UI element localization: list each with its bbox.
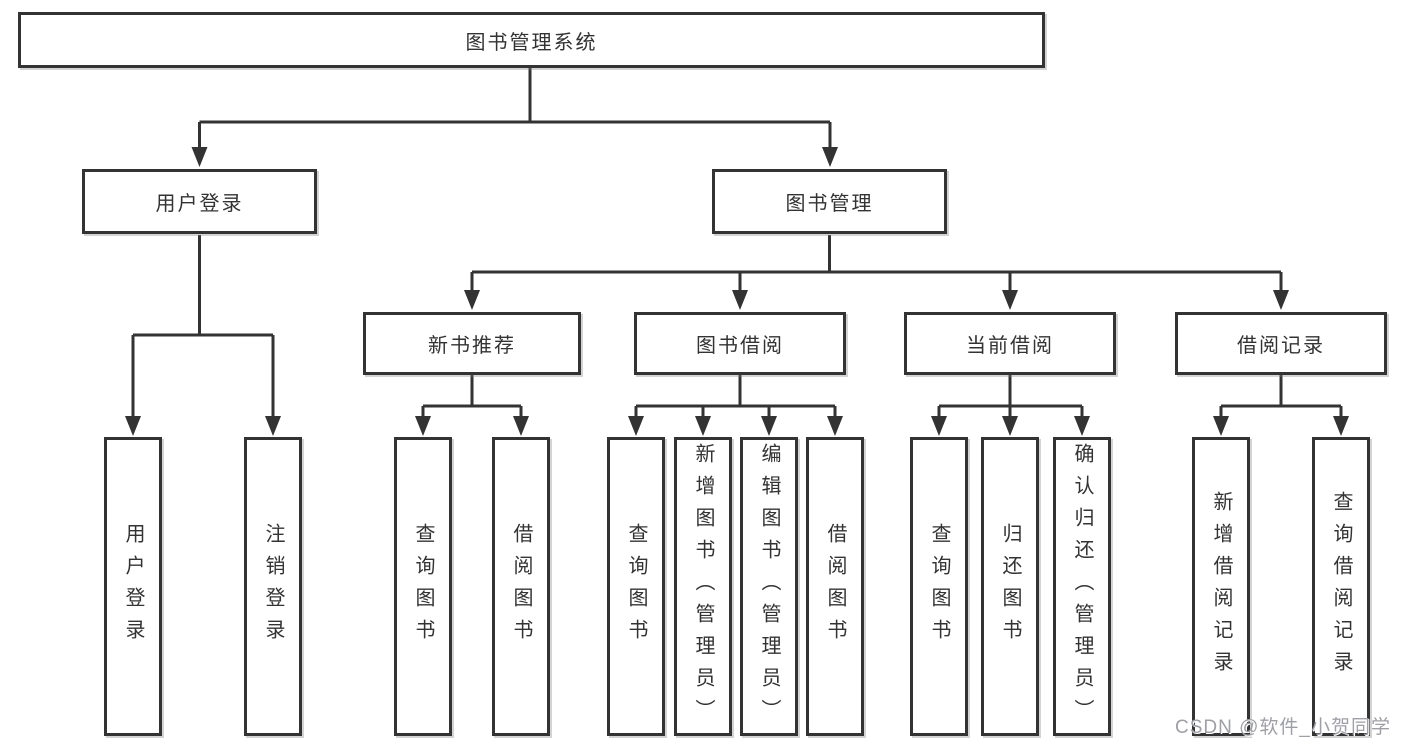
arrow-down-icon xyxy=(265,416,281,436)
leaf-label: 新增借阅记录 xyxy=(1210,490,1232,683)
leaf-label: 查询图书 xyxy=(625,522,647,651)
arrow-down-icon xyxy=(125,416,141,436)
arrow-down-icon xyxy=(1213,416,1229,436)
arrow-down-icon xyxy=(931,416,947,436)
arrow-down-icon xyxy=(1273,290,1289,310)
node-label: 当前借阅 xyxy=(966,335,1054,357)
leaf-label: 确认归还（管理员） xyxy=(1071,442,1093,731)
leaf-return-book: 归还图书 xyxy=(981,437,1039,736)
leaf-label: 用户登录 xyxy=(122,522,144,651)
node-borrow-records: 借阅记录 xyxy=(1175,312,1387,375)
node-label: 图书借阅 xyxy=(696,335,784,357)
leaf-add-book-admin: 新增图书（管理员） xyxy=(674,437,732,736)
leaf-query-borrow-record: 查询借阅记录 xyxy=(1312,437,1370,736)
leaf-add-borrow-record: 新增借阅记录 xyxy=(1192,437,1250,736)
node-book-management: 图书管理 xyxy=(712,169,947,234)
arrow-down-icon xyxy=(1002,290,1018,310)
leaf-label: 新增图书（管理员） xyxy=(692,442,714,731)
arrow-down-icon xyxy=(1333,416,1349,436)
arrow-down-icon xyxy=(732,290,748,310)
leaf-query-books-recommend: 查询图书 xyxy=(394,437,452,736)
arrow-down-icon xyxy=(513,416,529,436)
arrow-down-icon xyxy=(464,290,480,310)
leaf-query-books-current: 查询图书 xyxy=(910,437,968,736)
leaf-borrow-books: 借阅图书 xyxy=(806,437,864,736)
arrow-down-icon xyxy=(827,416,843,436)
node-library-system: 图书管理系统 xyxy=(18,12,1045,68)
csdn-watermark: CSDN @软件_小贺同学 xyxy=(1175,717,1391,738)
arrow-down-icon xyxy=(1002,416,1018,436)
node-user-login: 用户登录 xyxy=(82,169,317,234)
leaf-label: 归还图书 xyxy=(999,522,1021,651)
leaf-label: 注销登录 xyxy=(262,522,284,651)
node-current-borrow: 当前借阅 xyxy=(904,312,1116,375)
arrow-down-icon xyxy=(761,416,777,436)
arrow-down-icon xyxy=(191,147,208,167)
arrow-down-icon xyxy=(628,416,644,436)
node-label: 新书推荐 xyxy=(428,335,516,357)
leaf-edit-book-admin: 编辑图书（管理员） xyxy=(740,437,798,736)
leaf-logout: 注销登录 xyxy=(244,437,302,736)
leaf-label: 查询图书 xyxy=(412,522,434,651)
arrow-down-icon xyxy=(1074,416,1090,436)
arrow-down-icon xyxy=(415,416,431,436)
leaf-label: 借阅图书 xyxy=(824,522,846,651)
arrow-down-icon xyxy=(822,147,838,167)
leaf-label: 查询图书 xyxy=(928,522,950,651)
leaf-label: 编辑图书（管理员） xyxy=(758,442,780,731)
leaf-borrow-books-recommend: 借阅图书 xyxy=(492,437,550,736)
leaf-query-books-borrow: 查询图书 xyxy=(607,437,665,736)
leaf-label: 查询借阅记录 xyxy=(1330,490,1352,683)
node-label: 图书管理 xyxy=(785,193,874,215)
leaf-label: 借阅图书 xyxy=(510,522,532,651)
node-new-book-recommend: 新书推荐 xyxy=(363,312,581,375)
node-book-borrow: 图书借阅 xyxy=(634,312,846,375)
node-label: 用户登录 xyxy=(155,193,244,215)
leaf-confirm-return-admin: 确认归还（管理员） xyxy=(1053,437,1111,736)
leaf-user-login: 用户登录 xyxy=(104,437,162,736)
node-label: 借阅记录 xyxy=(1237,335,1325,357)
arrow-down-icon xyxy=(695,416,711,436)
node-label: 图书管理系统 xyxy=(465,31,598,54)
